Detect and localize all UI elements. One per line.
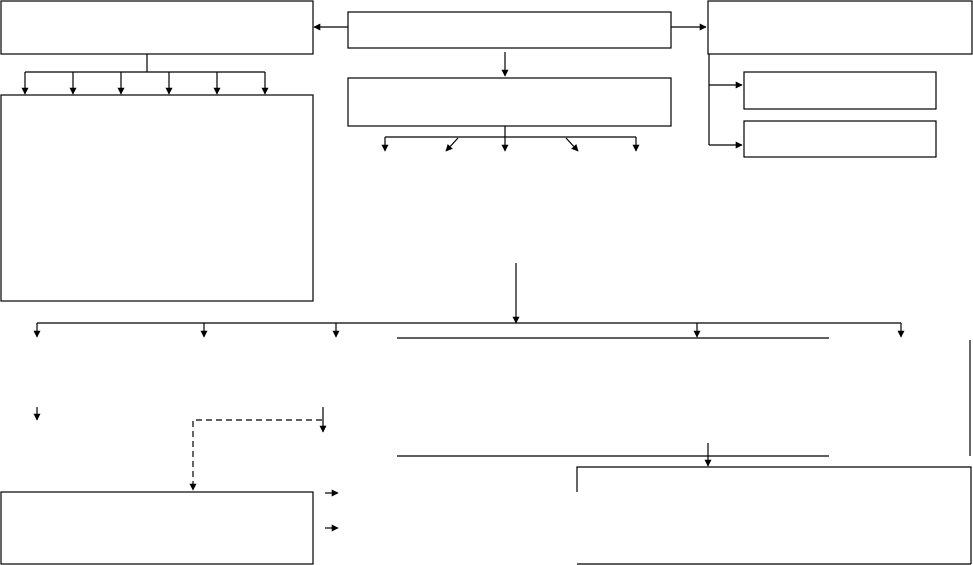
top-center-box (347, 11, 672, 49)
center-fan-arrow (445, 137, 459, 152)
bottom-right-box (576, 466, 972, 565)
right-upper-small-box (743, 71, 937, 110)
center-second-box (347, 77, 672, 127)
bottom-left-box (0, 491, 314, 565)
dashed-connector (189, 419, 322, 491)
top-left-box (0, 0, 314, 55)
right-lower-small-box (743, 120, 937, 158)
center-fan-arrow (565, 137, 579, 152)
left-large-box (0, 94, 314, 302)
top-right-box (707, 0, 973, 55)
